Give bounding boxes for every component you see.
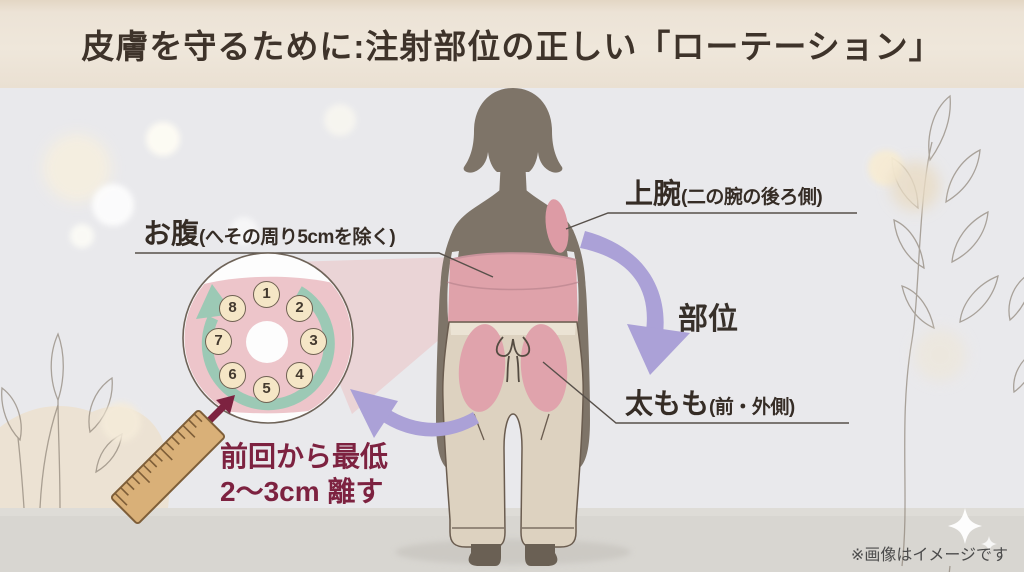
injection-number-badge-1: 1 <box>253 281 280 308</box>
belly-label: お腹(へその周り5cmを除く) <box>143 212 396 252</box>
thigh-label-note: (前・外側) <box>709 397 795 418</box>
thigh-label-name: 太もも <box>625 388 710 419</box>
upper-arm-injection-zone <box>545 199 569 253</box>
injection-number-badge-4: 4 <box>286 362 313 389</box>
injection-number-badge-2: 2 <box>286 295 313 322</box>
figure-right-foot <box>525 544 558 566</box>
navel-hole <box>246 321 288 363</box>
distance-note-line2: 2〜3cm 離す <box>220 475 384 507</box>
belly-leader-line <box>135 252 494 278</box>
distance-note: 前回から最低 2〜3cm 離す <box>220 440 388 509</box>
figure-neck <box>499 158 527 198</box>
belly-zone-edge <box>449 252 577 261</box>
upper-arm-label: 上腕(二の腕の後ろ側) <box>625 172 823 212</box>
pants-waistband <box>450 323 576 335</box>
leaf-plant-left-icon <box>1 332 123 509</box>
belly-label-name: お腹 <box>143 218 200 249</box>
figure-left-foot <box>468 544 501 566</box>
site-rotation-arrow-left-icon <box>350 389 479 438</box>
thigh-leader-line <box>542 361 849 424</box>
human-figure-silhouette <box>436 88 590 566</box>
leader-lines <box>135 212 857 424</box>
thigh-injection-zone-right <box>520 324 568 412</box>
ruler-icon <box>110 409 226 525</box>
injection-number-badge-3: 3 <box>300 328 327 355</box>
site-rotation-arrow-down-icon <box>580 231 690 375</box>
upper-arm-leader-line <box>565 212 857 230</box>
injection-number-badge-8: 8 <box>219 295 246 322</box>
disclaimer-text: ※画像はイメージです <box>850 547 1008 564</box>
header-band: 皮膚を守るために:注射部位の正しい「ローテーション」 <box>0 0 1024 88</box>
site-word-label: 部位 <box>678 303 738 336</box>
belly-zone-crease <box>446 281 580 291</box>
floor-edge <box>0 508 1024 516</box>
injection-number-badge-5: 5 <box>253 376 280 403</box>
sparkle-icon <box>948 508 997 552</box>
belly-label-note: (へその周り5cmを除く) <box>199 227 396 248</box>
bokeh-lights <box>43 104 966 442</box>
upper-arm-label-name: 上腕 <box>625 178 682 209</box>
thigh-label: 太もも(前・外側) <box>625 382 795 422</box>
figure-shadow <box>395 539 631 565</box>
page-title: 皮膚を守るために:注射部位の正しい「ローテーション」 <box>81 28 943 65</box>
injection-number-badge-6: 6 <box>219 362 246 389</box>
belly-injection-zone <box>448 253 578 323</box>
figure-head <box>463 88 563 173</box>
distance-note-line1: 前回から最低 <box>220 441 389 472</box>
pants-drawstring <box>495 336 531 383</box>
thigh-injection-zone-left <box>458 324 506 412</box>
injection-number-badge-7: 7 <box>205 328 232 355</box>
upper-arm-label-note: (二の腕の後ろ側) <box>681 187 823 208</box>
